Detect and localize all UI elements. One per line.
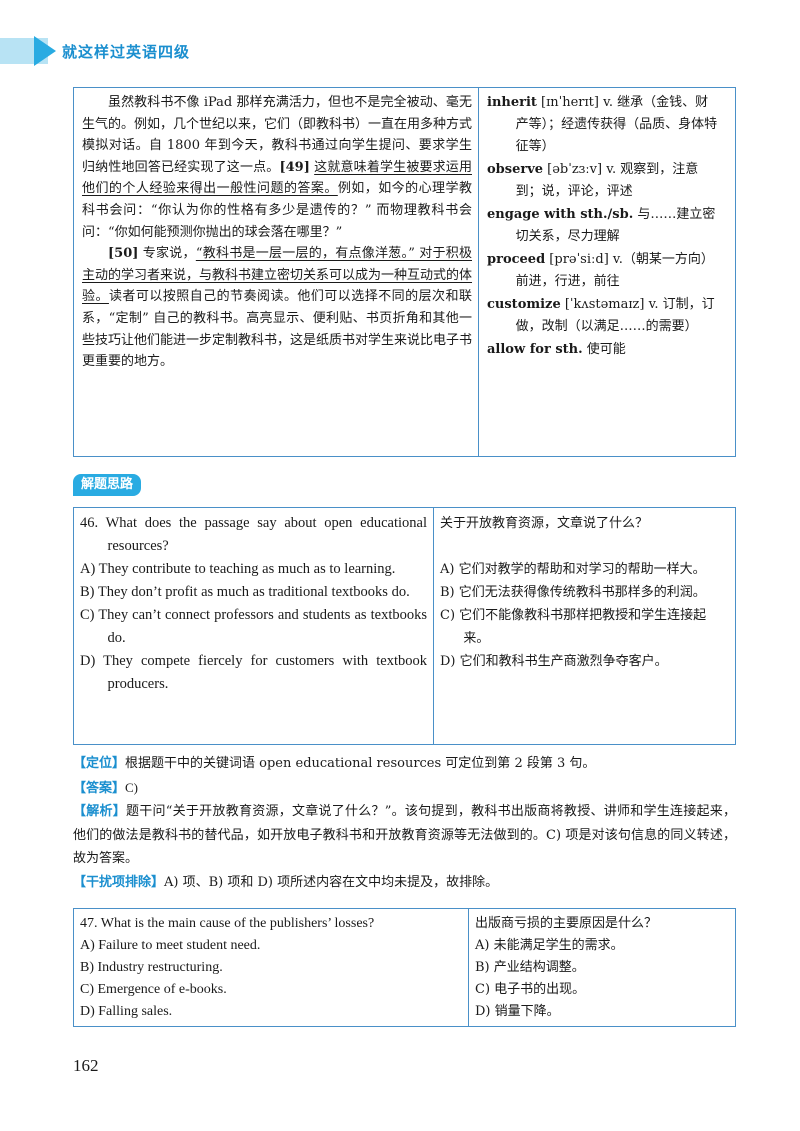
option-b-zh: B) 产业结构调整。 bbox=[475, 960, 585, 975]
vocabulary-list: inherit [ɪnˈherɪt] v. 继承（金钱、财产等）；经遗传获得（品… bbox=[479, 88, 735, 456]
option-c-zh: C) 电子书的出现。 bbox=[475, 982, 586, 997]
option-a: A) Failure to meet student need. bbox=[80, 938, 261, 953]
option-b: B) Industry restructuring. bbox=[80, 960, 223, 975]
vocab-item: engage with sth./sb. 与……建立密切关系，尽力理解 bbox=[487, 207, 716, 244]
option-d-zh: D) 销量下降。 bbox=[475, 1004, 560, 1019]
option-d: D) They compete fiercely for customers w… bbox=[80, 653, 427, 692]
option-c: C) Emergence of e-books. bbox=[80, 982, 227, 997]
option-d: D) Falling sales. bbox=[80, 1004, 173, 1019]
option-c-zh: C) 它们不能像教科书那样把教授和学生连接起来。 bbox=[440, 608, 707, 646]
passage-box: 虽然教科书不像 iPad 那样充满活力，但也不是完全被动、毫无生气的。例如，几个… bbox=[73, 87, 736, 457]
option-a-zh: A) 未能满足学生的需求。 bbox=[475, 938, 624, 953]
option-a: A) They contribute to teaching as much a… bbox=[80, 561, 396, 577]
option-b-zh: B) 它们无法获得像传统教科书那样多的利润。 bbox=[440, 585, 706, 600]
question-marker-50: [50] bbox=[108, 246, 139, 262]
header-title: 就这样过英语四级 bbox=[62, 43, 191, 61]
vocab-item: observe [əbˈzɜːv] v. 观察到，注意到；说，评论，评述 bbox=[487, 162, 699, 199]
question-stem: 47. What is the main cause of the publis… bbox=[80, 916, 375, 931]
question-stem: 46. What does the passage say about open… bbox=[80, 515, 427, 554]
vocab-item: allow for sth. 使可能 bbox=[487, 342, 626, 357]
question-stem-zh: 出版商亏损的主要原因是什么？ bbox=[475, 916, 658, 931]
question-47-chinese: 出版商亏损的主要原因是什么？ A) 未能满足学生的需求。 B) 产业结构调整。 … bbox=[469, 909, 735, 1026]
analysis-section: 【定位】根据题干中的关键词语 open educational resource… bbox=[73, 752, 736, 894]
section-tag: 解题思路 bbox=[73, 474, 142, 496]
passage-paragraph-1: 虽然教科书不像 iPad 那样充满活力，但也不是完全被动、毫无生气的。例如，几个… bbox=[82, 95, 473, 240]
question-46-chinese: 关于开放教育资源，文章说了什么？ A) 它们对教学的帮助和对学习的帮助一样大。 … bbox=[434, 508, 735, 744]
vocab-item: customize [ˈkʌstəmaɪz] v. 订制，订做，改制（以满足……… bbox=[487, 297, 715, 334]
explain-line: 【解析】题干问“关于开放教育资源，文章说了什么？”。该句提到，教科书出版商将教授… bbox=[73, 804, 736, 866]
question-46-table: 46. What does the passage say about open… bbox=[73, 507, 736, 745]
answer-line: 【答案】C) bbox=[73, 779, 139, 796]
passage-paragraph-2: [50] 专家说，“教科书是一层一层的，有点像洋葱。” 对于积极主动的学习者来说… bbox=[82, 246, 473, 370]
question-marker-49: [49] bbox=[279, 159, 310, 175]
option-a-zh: A) 它们对教学的帮助和对学习的帮助一样大。 bbox=[440, 562, 706, 577]
vocab-item: inherit [ɪnˈherɪt] v. 继承（金钱、财产等）；经遗传获得（品… bbox=[487, 95, 718, 154]
question-stem-zh: 关于开放教育资源，文章说了什么？ bbox=[440, 516, 649, 531]
exclude-line: 【干扰项排除】A) 项、B) 项和 D) 项所述内容在文中均未提及，故排除。 bbox=[73, 874, 499, 890]
page-number: 162 bbox=[73, 1056, 99, 1075]
underlined-sentence-49: 这就意味着学生被要求运用他们的个人经验来得出一般性问题的答案。 bbox=[82, 159, 472, 197]
option-c: C) They can’t connect professors and stu… bbox=[80, 607, 427, 646]
option-d-zh: D) 它们和教科书生产商激烈争夺客户。 bbox=[440, 654, 668, 669]
locate-line: 【定位】根据题干中的关键词语 open educational resource… bbox=[73, 756, 596, 771]
underlined-sentence-50: “教科书是一层一层的，有点像洋葱。” 对于积极主动的学习者来说，与教科书建立密切… bbox=[82, 246, 473, 305]
vocab-item: proceed [prəˈsiːd] v.（朝某一方向）前进，行进，前往 bbox=[487, 252, 714, 289]
question-46-english: 46. What does the passage say about open… bbox=[74, 508, 434, 744]
question-47-english: 47. What is the main cause of the publis… bbox=[74, 909, 469, 1026]
question-47-table: 47. What is the main cause of the publis… bbox=[73, 908, 736, 1027]
option-b: B) They don’t profit as much as traditio… bbox=[80, 584, 410, 600]
passage-text: 虽然教科书不像 iPad 那样充满活力，但也不是完全被动、毫无生气的。例如，几个… bbox=[74, 88, 479, 456]
header-arrow-icon bbox=[34, 36, 56, 66]
